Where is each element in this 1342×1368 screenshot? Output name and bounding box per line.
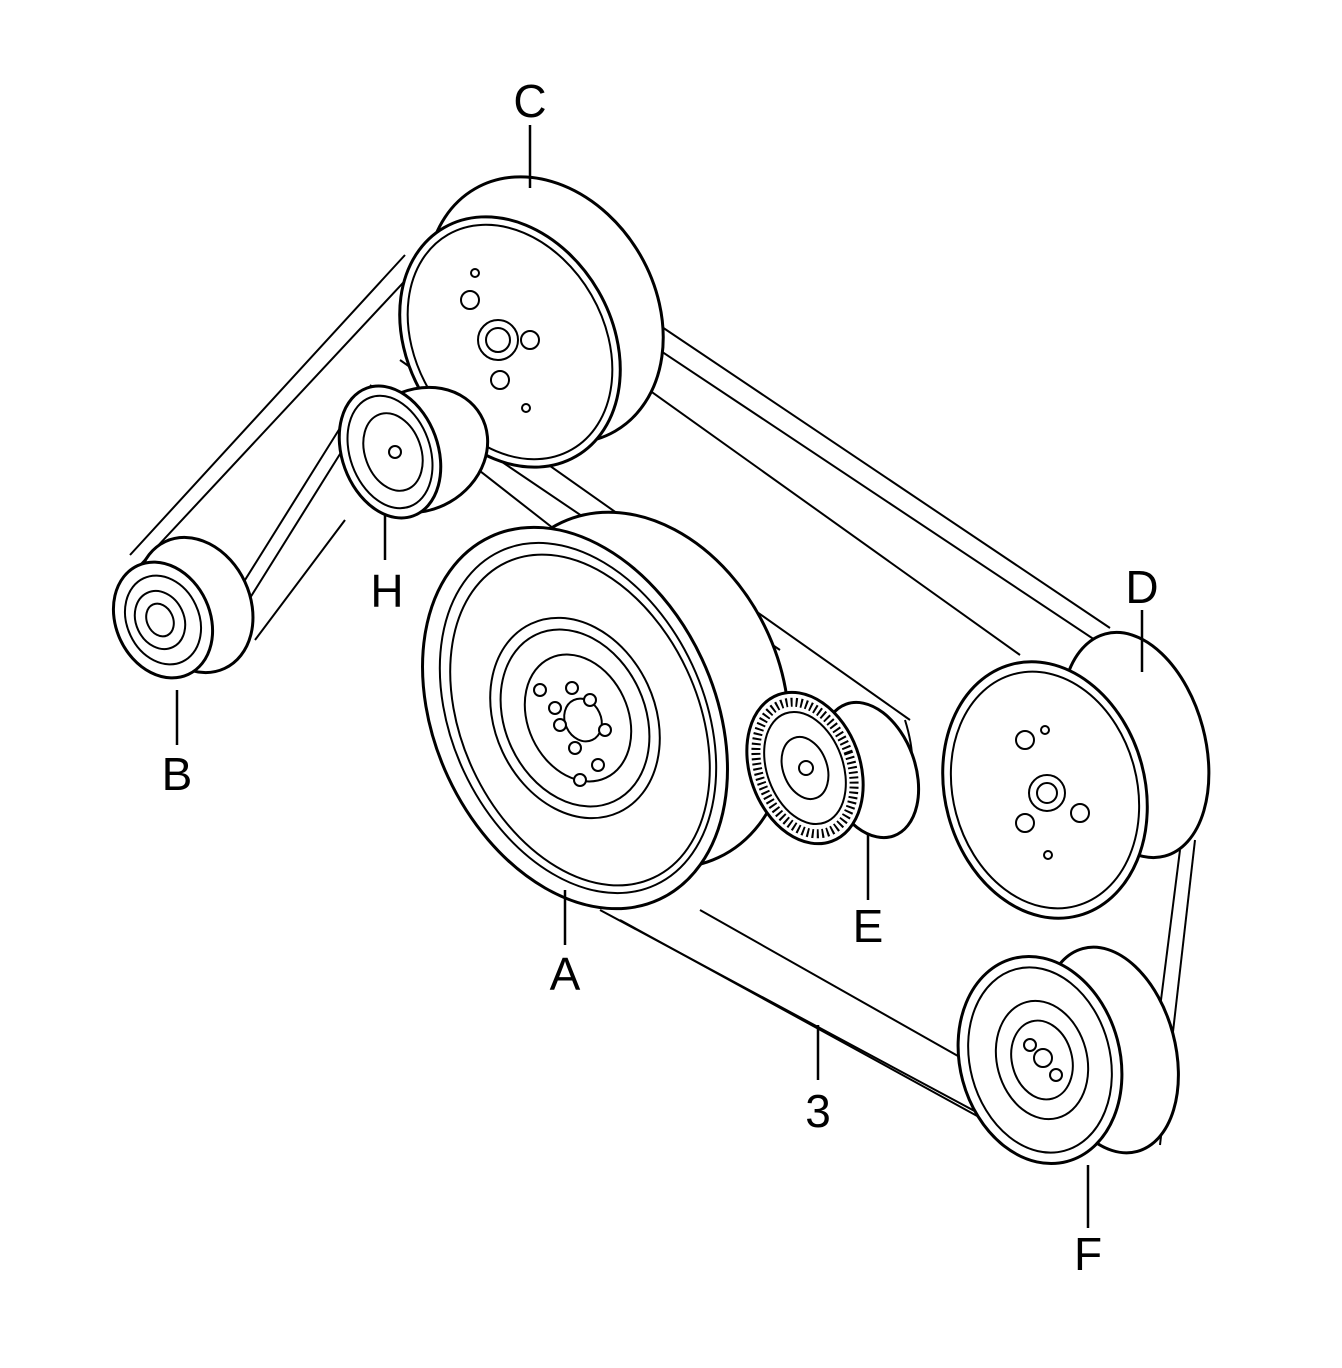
pulley-h	[337, 384, 490, 520]
pulley-b	[111, 535, 255, 680]
pulley-f	[956, 945, 1180, 1166]
label-e: E	[853, 900, 884, 952]
label-belt: 3	[805, 1085, 831, 1137]
label-h: H	[370, 565, 403, 617]
pulley-d	[941, 630, 1211, 920]
label-d: D	[1125, 561, 1158, 613]
label-b: B	[162, 748, 193, 800]
label-c: C	[513, 75, 546, 127]
leader-lines	[175, 125, 1144, 1228]
label-a: A	[550, 948, 581, 1000]
pulley-e	[745, 690, 921, 846]
pulley-a	[421, 510, 791, 911]
callout-labels: C H B D E A 3 F	[162, 75, 1159, 1280]
label-f: F	[1074, 1228, 1102, 1280]
